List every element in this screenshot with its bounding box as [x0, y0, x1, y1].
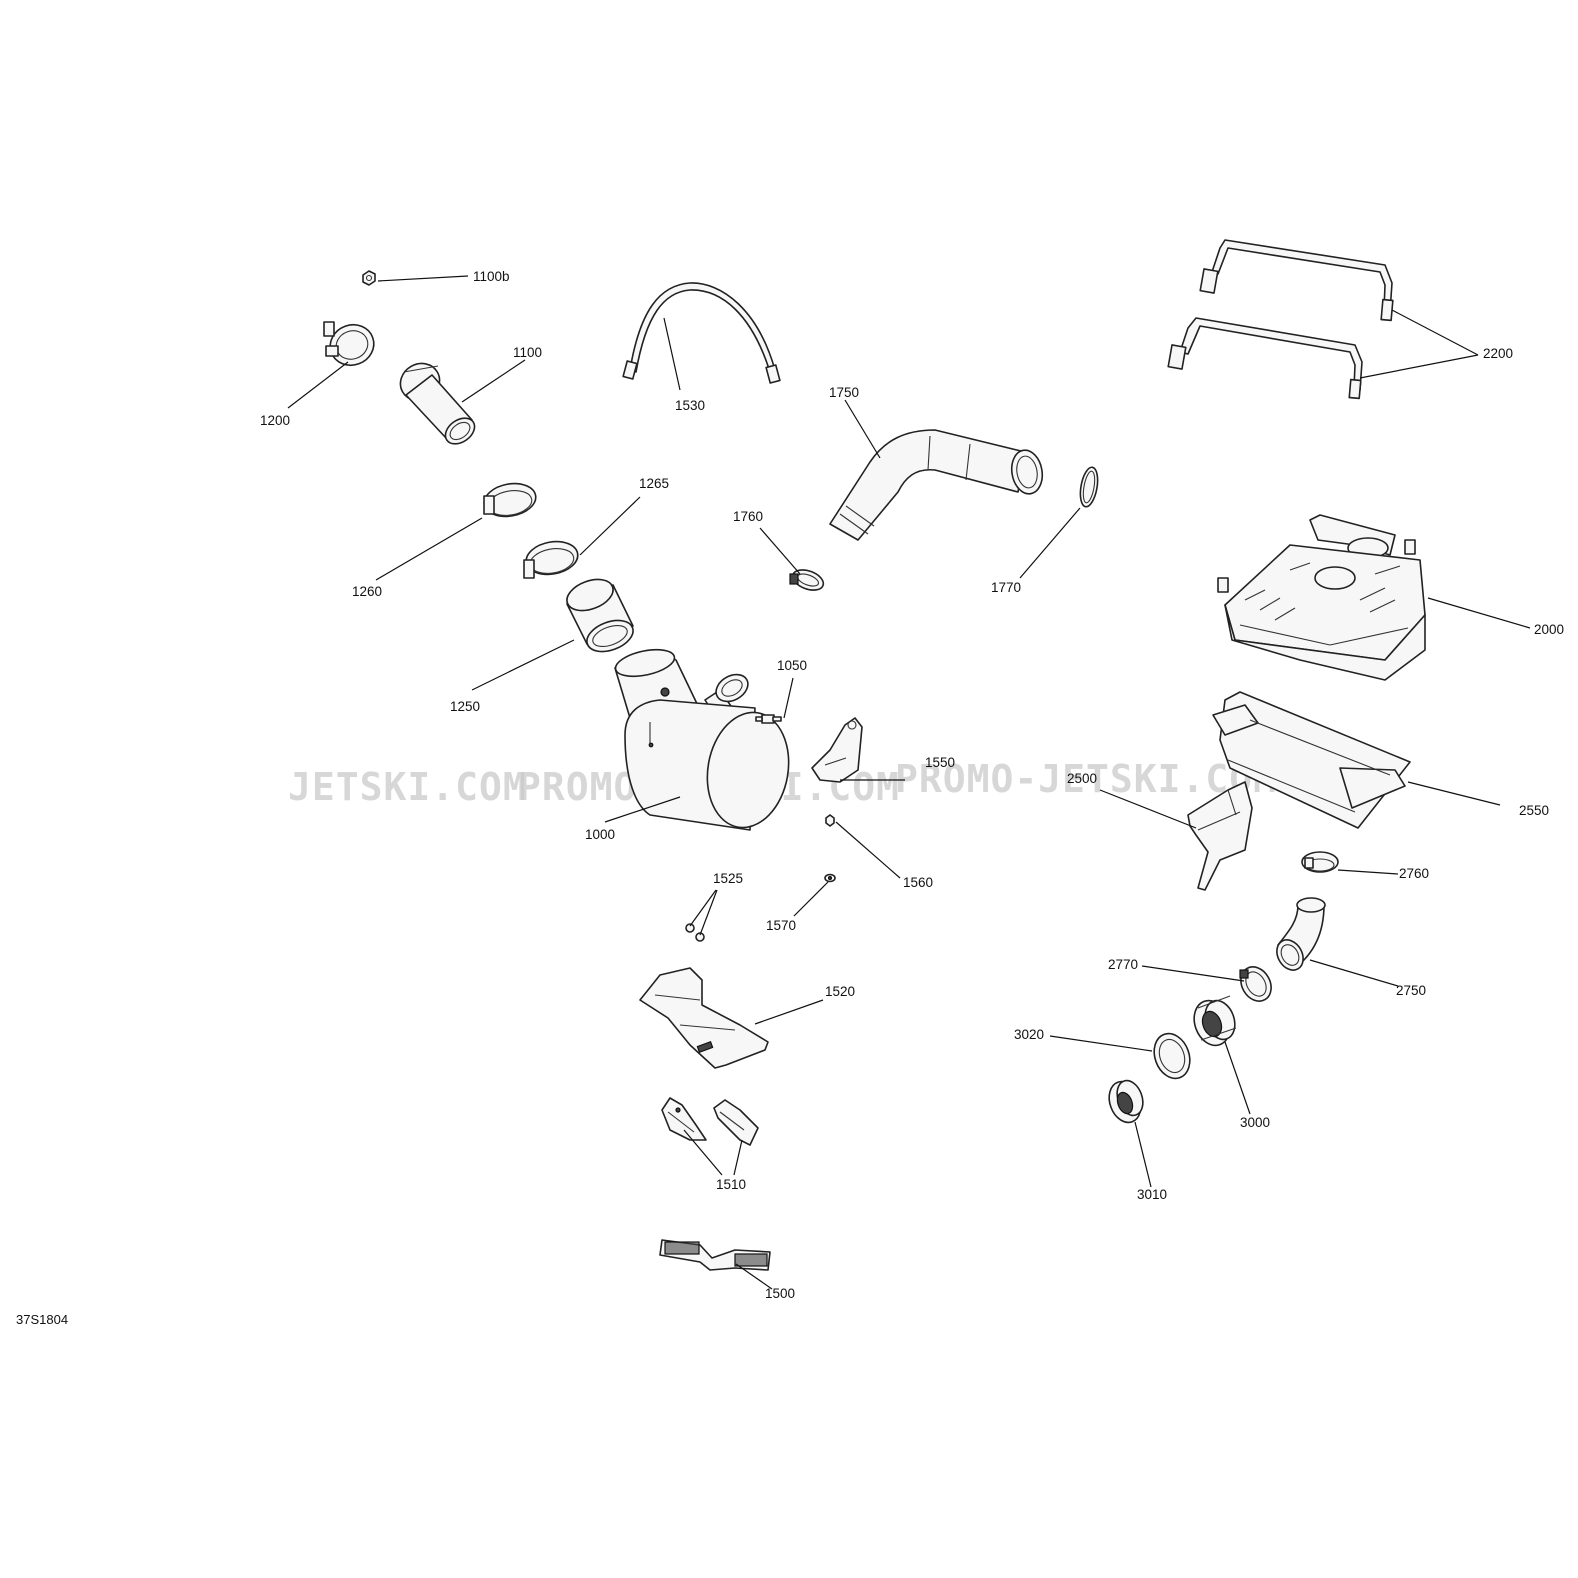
diagram-reference-code: 37S1804 [16, 1312, 68, 1327]
watermark-text-3: PROMO-JETSKI.COM [895, 757, 1277, 801]
callout-1100: 1100 [513, 345, 542, 360]
part-1260-clamp [483, 482, 537, 518]
leader-lines [287, 275, 1531, 1290]
part-3010-fitting [1108, 1079, 1144, 1124]
callout-3010: 3010 [1137, 1187, 1167, 1202]
part-1510-brackets [661, 1097, 759, 1146]
part-1200-clamp [323, 321, 375, 367]
callout-1770: 1770 [991, 580, 1021, 595]
part-1570-washer [824, 873, 836, 883]
callout-1200: 1200 [260, 413, 290, 428]
callout-1570: 1570 [766, 918, 796, 933]
part-1000-muffler [614, 648, 790, 831]
part-1250-sleeve [566, 578, 634, 653]
callout-1530: 1530 [675, 398, 705, 413]
part-1050-sensor [755, 714, 782, 724]
part-3020-ring [1153, 1032, 1191, 1080]
part-1530-strap [622, 282, 781, 384]
callout-1550: 1550 [925, 755, 955, 770]
watermark-text-1: JETSKI.COM [288, 765, 527, 809]
callout-2770: 2770 [1108, 957, 1138, 972]
part-2750-elbow [1276, 897, 1326, 971]
part-3000-fitting [1193, 995, 1237, 1047]
part-1550-bracket [811, 717, 863, 783]
part-1100-pipe [399, 362, 476, 445]
callout-1560: 1560 [903, 875, 933, 890]
callout-2550: 2550 [1519, 803, 1549, 818]
callout-1500: 1500 [765, 1286, 795, 1301]
callout-3020: 3020 [1014, 1027, 1044, 1042]
part-1760-clamp [789, 569, 825, 591]
callout-2200: 2200 [1483, 346, 1513, 361]
callout-1265: 1265 [639, 476, 669, 491]
callout-2760: 2760 [1399, 866, 1429, 881]
part-2550-plate [1212, 691, 1411, 829]
callout-labels: 1100b 1100 1200 1530 1750 2200 1265 1260… [260, 269, 1564, 1301]
callout-1760: 1760 [733, 509, 763, 524]
callout-1525: 1525 [713, 871, 743, 886]
part-2000-silencer [1217, 514, 1426, 681]
callout-1100b: 1100b [473, 269, 510, 284]
part-2770-clamp [1239, 966, 1272, 1002]
callout-1510: 1510 [716, 1177, 746, 1192]
callout-1000: 1000 [585, 827, 615, 842]
callout-1750: 1750 [829, 385, 859, 400]
part-1100b-nut [362, 270, 376, 286]
part-1560-nut [825, 814, 835, 827]
callout-2000: 2000 [1534, 622, 1564, 637]
part-2200-straps [1167, 239, 1394, 400]
callout-1520: 1520 [825, 984, 855, 999]
part-1265-clamp [523, 540, 579, 579]
callout-1260: 1260 [352, 584, 382, 599]
part-1750-bent-pipe [829, 429, 1044, 541]
callout-1050: 1050 [777, 658, 807, 673]
callout-3000: 3000 [1240, 1115, 1270, 1130]
callout-1250: 1250 [450, 699, 480, 714]
part-1520-heat-shield [639, 967, 769, 1069]
part-2760-clamp [1301, 851, 1339, 873]
callout-2750: 2750 [1396, 983, 1426, 998]
part-2500-bracket [1187, 781, 1253, 891]
callout-2500: 2500 [1067, 771, 1097, 786]
part-1525-screws [685, 923, 705, 942]
part-1500-grille [659, 1239, 771, 1271]
part-1770-clamp [1079, 466, 1099, 508]
